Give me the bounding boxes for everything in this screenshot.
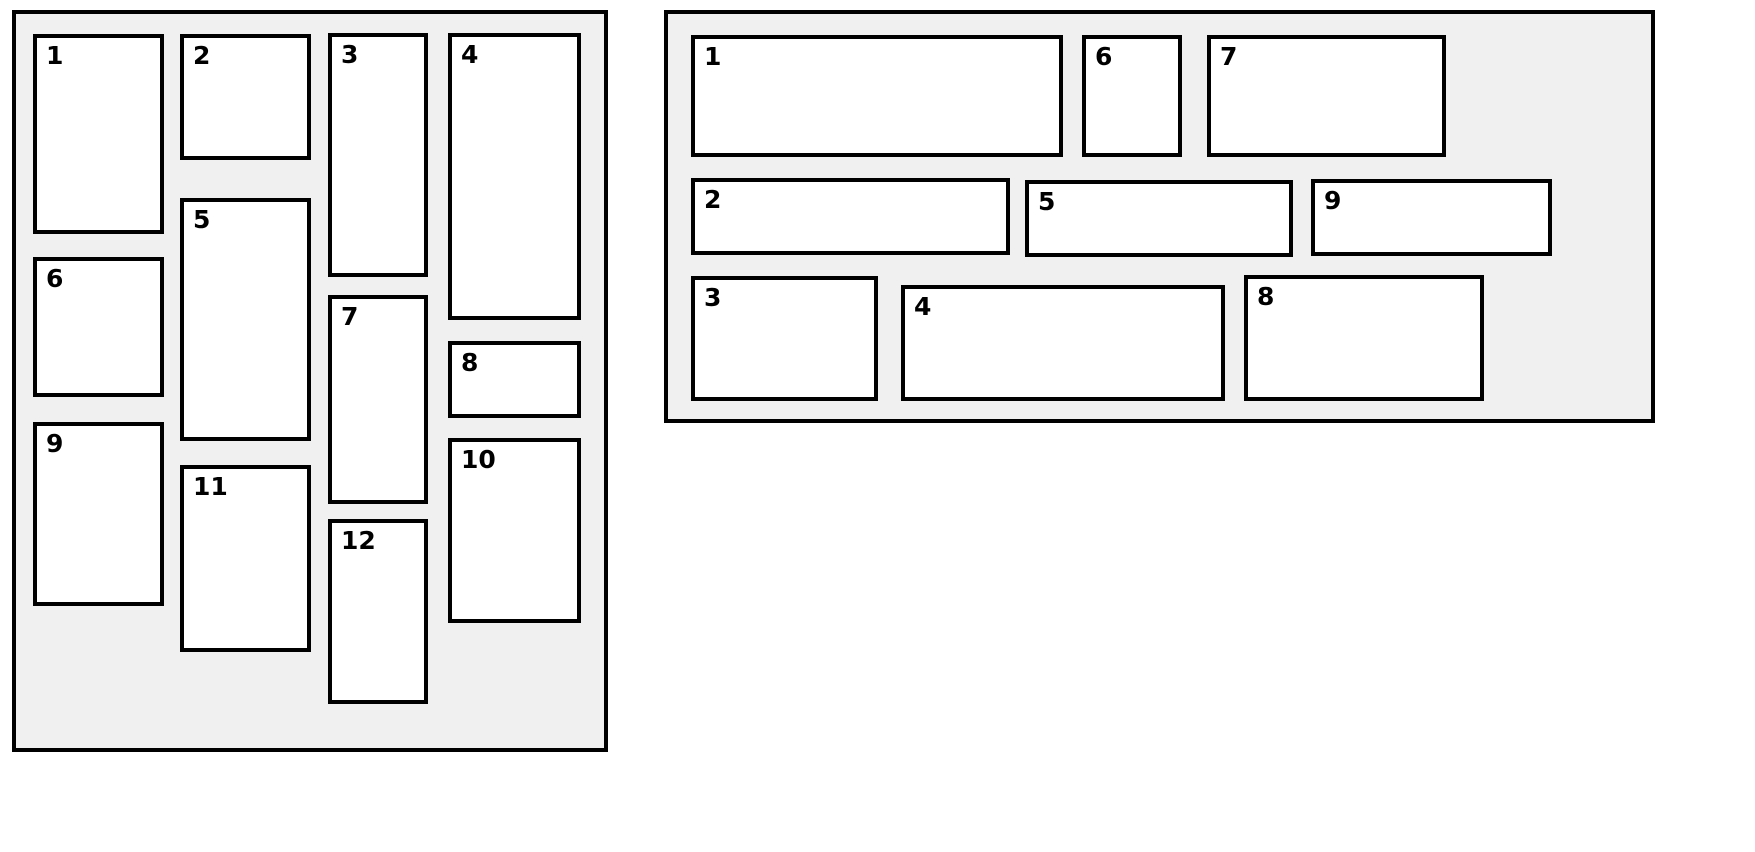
box-label: 1 xyxy=(704,42,722,71)
box-label: 2 xyxy=(704,185,722,214)
left-panel-box-7[interactable]: 7 xyxy=(328,295,428,504)
box-label: 3 xyxy=(704,283,722,312)
left-panel: 1 2 3 4 5 6 7 8 9 10 11 xyxy=(12,10,608,752)
box-label: 7 xyxy=(341,302,359,331)
left-panel-box-2[interactable]: 2 xyxy=(180,34,311,160)
box-label: 9 xyxy=(1324,186,1342,215)
box-label: 1 xyxy=(46,41,64,70)
right-panel-box-6[interactable]: 6 xyxy=(1082,35,1182,157)
left-panel-box-1[interactable]: 1 xyxy=(33,34,164,234)
right-panel-box-1[interactable]: 1 xyxy=(691,35,1063,157)
left-panel-box-4[interactable]: 4 xyxy=(448,33,581,320)
left-panel-box-10[interactable]: 10 xyxy=(448,438,581,623)
right-panel-box-9[interactable]: 9 xyxy=(1311,179,1552,256)
right-panel: 1 6 7 2 5 9 3 4 8 xyxy=(664,10,1655,423)
box-label: 6 xyxy=(1095,42,1113,71)
box-label: 8 xyxy=(461,348,479,377)
left-panel-box-3[interactable]: 3 xyxy=(328,33,428,277)
right-panel-box-2[interactable]: 2 xyxy=(691,178,1010,255)
box-label: 6 xyxy=(46,264,64,293)
left-panel-box-12[interactable]: 12 xyxy=(328,519,428,704)
box-label: 2 xyxy=(193,41,211,70)
box-label: 9 xyxy=(46,429,64,458)
box-label: 3 xyxy=(341,40,359,69)
left-panel-box-8[interactable]: 8 xyxy=(448,341,581,418)
box-label: 10 xyxy=(461,445,496,474)
right-panel-box-5[interactable]: 5 xyxy=(1025,180,1293,257)
right-panel-box-8[interactable]: 8 xyxy=(1244,275,1484,401)
box-label: 5 xyxy=(1038,187,1056,216)
left-panel-box-11[interactable]: 11 xyxy=(180,465,311,652)
right-panel-box-4[interactable]: 4 xyxy=(901,285,1225,401)
box-label: 11 xyxy=(193,472,228,501)
box-label: 12 xyxy=(341,526,376,555)
right-panel-box-3[interactable]: 3 xyxy=(691,276,878,401)
box-label: 4 xyxy=(914,292,932,321)
box-label: 8 xyxy=(1257,282,1275,311)
box-label: 7 xyxy=(1220,42,1238,71)
box-label: 5 xyxy=(193,205,211,234)
left-panel-box-6[interactable]: 6 xyxy=(33,257,164,397)
left-panel-box-9[interactable]: 9 xyxy=(33,422,164,606)
left-panel-box-5[interactable]: 5 xyxy=(180,198,311,441)
right-panel-box-7[interactable]: 7 xyxy=(1207,35,1446,157)
box-label: 4 xyxy=(461,40,479,69)
